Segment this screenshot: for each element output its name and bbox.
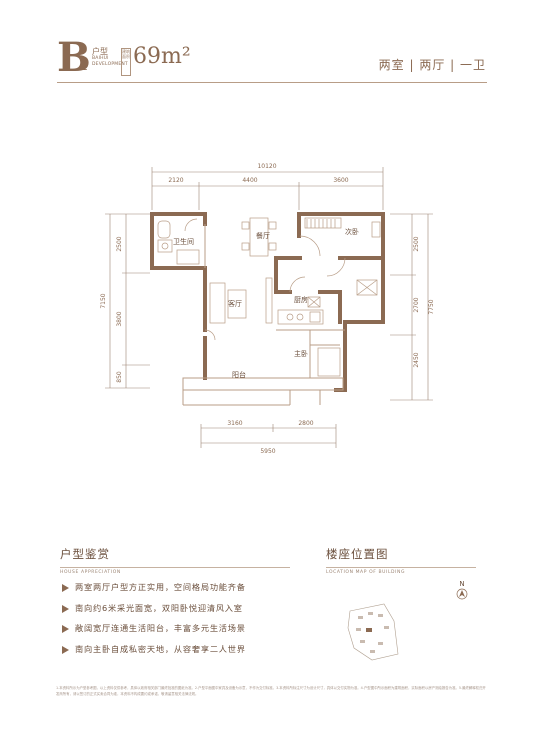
appreciation-rule	[60, 567, 290, 568]
room-living: 客厅	[228, 299, 242, 308]
fixtures	[157, 217, 381, 377]
dim-right-total: 7750	[428, 299, 435, 314]
dim-left-2: 3800	[116, 311, 123, 326]
room-labels: 卫生间 餐厅 次卧 客厅 厨房 主卧 阳台	[173, 227, 359, 379]
appreciation-title: 户型鉴赏	[60, 547, 110, 561]
north-label: N	[459, 580, 464, 588]
dim-total-width: 10120	[257, 163, 276, 170]
dimension-lines	[105, 167, 433, 448]
area-value: 69m²	[133, 44, 191, 69]
dim-top-3: 3600	[333, 177, 348, 184]
dim-right-3: 2450	[413, 352, 420, 367]
location-rule	[326, 567, 476, 568]
type-letter: B	[57, 34, 91, 81]
room-balcony: 阳台	[232, 370, 246, 379]
type-sub: 1	[82, 63, 88, 73]
appreciation-subtitle: HOUSE APPRECIATION	[60, 570, 121, 575]
feature-item: 南向主卧自成私密天地，从容奢享二人世界	[62, 643, 292, 664]
highlighted-building	[366, 628, 372, 632]
dim-left-1: 2500	[116, 236, 123, 251]
area-tag: 建筑面积	[121, 48, 131, 76]
room-kitchen: 厨房	[294, 295, 308, 304]
dim-bottom-2: 2800	[298, 420, 313, 427]
type-label-en: BAIHUI DEVELOPMENT	[92, 56, 128, 67]
compass: N	[456, 580, 468, 600]
north-arrow-icon	[459, 590, 465, 597]
type-label-cn: 户型	[92, 47, 108, 56]
dim-right-1: 2500	[413, 236, 420, 251]
interior-walls	[182, 224, 345, 406]
location-map: N	[347, 580, 468, 661]
dim-top-2: 4400	[242, 177, 257, 184]
location-subtitle: LOCATION MAP OF BUILDING	[326, 570, 406, 575]
location-title: 楼座位置图	[326, 547, 389, 561]
room-second-bedroom: 次卧	[345, 227, 359, 236]
disclaimer: 1.本资料所示为户型参考图，以上资料仅供参考，具体以政府相关部门最终批准的图纸为…	[56, 686, 486, 696]
dim-left-total: 7150	[100, 293, 107, 308]
compass-icon	[456, 588, 468, 600]
feature-item: 敞阔宽厅连通生活阳台，丰富多元生活场景	[62, 622, 292, 643]
feature-list: 两室两厅户型方正实用，空间格局功能齐备 南向约6米采光面宽，双阳卧悦迎清风入室 …	[62, 581, 292, 663]
dimension-labels: 10120 2120 4400 3600 3160 2800 5950 7150…	[100, 163, 435, 455]
buildings	[356, 612, 389, 653]
dim-bottom-total: 5950	[260, 448, 275, 455]
dim-right-2: 2700	[413, 297, 420, 312]
feature-item: 南向约6米采光面宽，双阳卧悦迎清风入室	[62, 602, 292, 623]
room-dining: 餐厅	[256, 231, 270, 240]
room-master-bedroom: 主卧	[294, 349, 308, 358]
site-outline	[347, 603, 399, 661]
feature-item: 两室两厅户型方正实用，空间格局功能齐备	[62, 581, 292, 602]
floorplan: 10120 2120 4400 3600 3160 2800 5950 7150…	[100, 163, 435, 455]
header-divider	[57, 82, 487, 83]
dim-left-3: 850	[116, 371, 123, 383]
room-bathroom: 卫生间	[173, 237, 194, 246]
layout-summary: 两室 | 两厅 | 一卫	[378, 58, 486, 72]
dim-bottom-1: 3160	[227, 420, 242, 427]
dim-top-1: 2120	[168, 177, 183, 184]
